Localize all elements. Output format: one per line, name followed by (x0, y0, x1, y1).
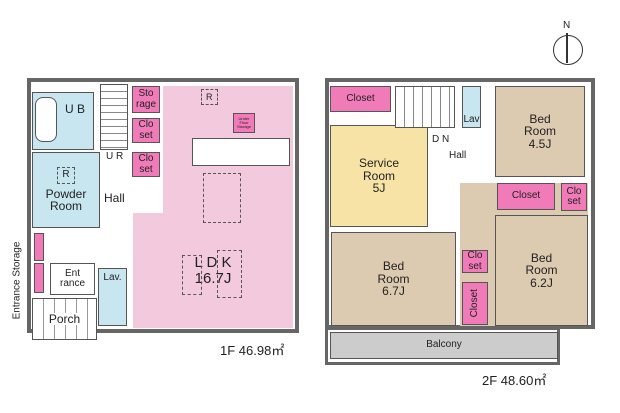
lavatory-1f: Lav. (98, 268, 127, 326)
floor1-area: 1F 46.98㎡ (220, 343, 285, 358)
entrance-storage-label: Entrance Storage (11, 241, 23, 320)
up-label: U R (106, 151, 124, 162)
hall-2f-label: Hall (449, 150, 467, 161)
powder-room: R Powder Room (32, 152, 100, 228)
sofa (217, 250, 242, 298)
bathtub (35, 97, 57, 142)
floor1-outline (27, 78, 299, 333)
entrance-storage-b (34, 263, 44, 293)
ub-label: U B (64, 102, 85, 116)
balcony-outline (325, 327, 560, 365)
closet-1f-b: Clo set (132, 152, 160, 177)
hall-1f-label: Hall (104, 191, 125, 205)
stairs-2f (395, 86, 455, 128)
compass-north-label: N (563, 20, 571, 31)
closet-2f-small: Clo set (561, 183, 587, 211)
compass-needle (566, 33, 568, 63)
r-mark: R (57, 167, 75, 184)
r-mark-ldk: R (201, 89, 218, 105)
floor2-area: 2F 48.60㎡ (482, 373, 547, 388)
closet-2f-mid: Closet (497, 183, 555, 210)
powder-room-label: Powder Room (45, 186, 87, 214)
stairs-1f (100, 84, 128, 150)
ldk-size: 16.7J (194, 269, 232, 287)
balcony: Balcony (330, 332, 558, 359)
sofa-table (182, 255, 202, 295)
compass-icon (553, 35, 583, 65)
down-label: D N (432, 134, 450, 145)
entrance-storage-a (34, 233, 44, 261)
storage: Sto rage (132, 86, 160, 113)
porch: Porch (32, 298, 97, 340)
kitchen-counter (192, 138, 290, 166)
ldk-label: L D K (194, 253, 232, 271)
underfloor-storage: Under Floor Storage (233, 113, 255, 133)
entrance: Ent rance (50, 263, 95, 295)
closet-2f-top: Closet (330, 86, 391, 112)
dining-table (203, 173, 241, 223)
lavatory-2f: Lav (462, 86, 481, 128)
closet-1f-a: Clo set (132, 118, 160, 143)
closet-2f-vertical: Closet (462, 282, 488, 325)
closet-2f-c: Clo set (462, 250, 488, 273)
